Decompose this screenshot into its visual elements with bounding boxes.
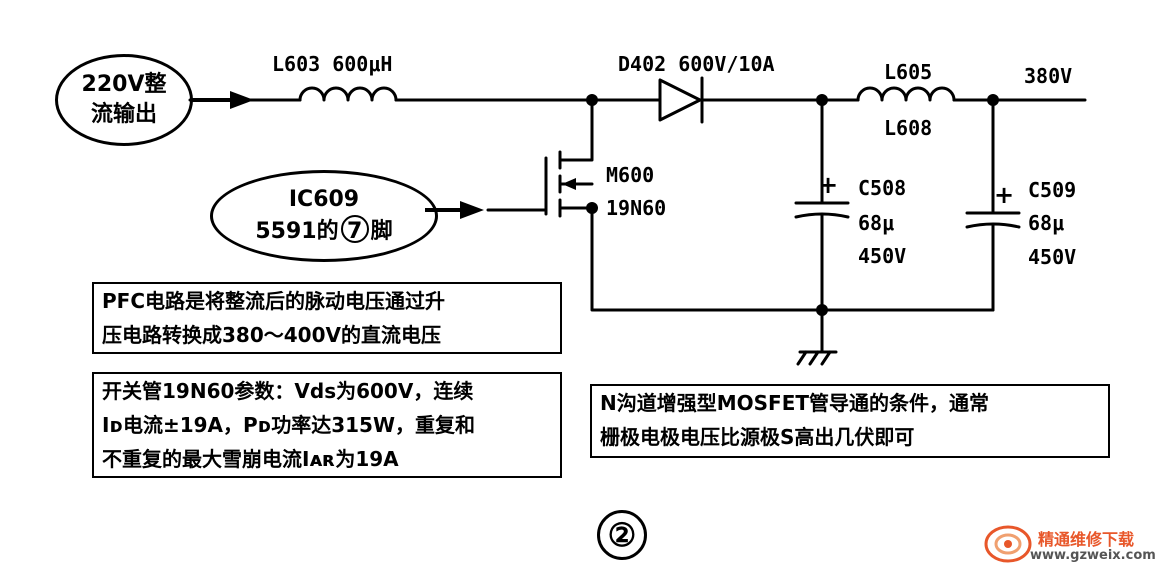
pfc-note-box: PFC电路是将整流后的脉动电压通过升 压电路转换成380～400V的直流电压 [92, 282, 562, 354]
mosfet-drain-wire [558, 98, 594, 162]
cap-c508-voltage: 450V [858, 244, 907, 268]
input-arrow-icon [230, 91, 254, 109]
mosfet-gate [486, 156, 548, 216]
watermark-name: 精通维修下载 [1038, 530, 1135, 549]
inductor-l605-coil [856, 86, 956, 102]
params-note-box: 开关管19N60参数：Vds为600V，连续 Iᴅ电流±19A，Pᴅ功率达315… [92, 372, 562, 478]
mosfet-note-line: N沟道增强型MOSFET管导通的条件，通常 [600, 391, 990, 415]
inductor-l603-label: L603 600μH [272, 52, 393, 76]
pfc-note-line: PFC电路是将整流后的脉动电压通过升 [102, 289, 445, 313]
cap-c508-capacitance: 68μ [858, 211, 895, 235]
figure-number: ② [597, 510, 647, 560]
params-note-line: 开关管19N60参数：Vds为600V，连续 [102, 379, 474, 403]
junction-dot [586, 94, 598, 106]
junction-dot [586, 202, 598, 214]
mosfet-arrow-icon [562, 178, 576, 190]
pfc-note-line: 压电路转换成380～400V的直流电压 [102, 323, 441, 347]
junction-dot [816, 304, 828, 316]
mosfet-name-label: M600 [606, 163, 655, 187]
params-note-line: 不重复的最大雪崩电流Iᴀʀ为19A [102, 447, 399, 471]
input-source-line2: 流输出 [90, 102, 157, 127]
cap-c509-voltage: 450V [1028, 245, 1077, 269]
mosfet-source [558, 206, 995, 312]
cap-c509-name: C509 [1028, 178, 1077, 202]
ic-source-line1: IC609 [288, 187, 360, 212]
ground-symbol [796, 350, 838, 366]
diode-d402-label: D402 600V/10A [618, 52, 775, 76]
mosfet-note-box: N沟道增强型MOSFET管导通的条件，通常 栅极电极电压比源极S高出几伏即可 [590, 384, 1110, 458]
cap-c508-plus: + [818, 171, 839, 199]
input-arrow-tail [190, 98, 232, 102]
params-note-line: Iᴅ电流±19A，Pᴅ功率达315W，重复和 [102, 413, 476, 437]
diode-d402-body [658, 78, 702, 122]
gate-arrow-icon [460, 201, 484, 219]
input-source-line1: 220V整 [81, 72, 167, 97]
watermark-logo: 精通维修下载 www.gzweix.com [980, 518, 1156, 568]
inductor-l605-label: L605 [884, 60, 933, 84]
mosfet-note-line: 栅极电极电压比源极S高出几伏即可 [600, 425, 915, 449]
output-voltage-label: 380V [1024, 64, 1073, 88]
cap-c508-name: C508 [858, 176, 907, 200]
watermark-url: www.gzweix.com [1030, 548, 1156, 563]
mosfet-part-label: 19N60 [606, 196, 667, 220]
cap-c509-plus: + [994, 181, 1015, 209]
watermark-swirl-icon [984, 525, 1032, 563]
cap-c509-capacitance: 68μ [1028, 211, 1065, 235]
junction-dot [987, 94, 999, 106]
pin-number-badge: 7 [340, 215, 369, 244]
inductor-l608-label: L608 [884, 116, 933, 140]
junction-dot [816, 94, 828, 106]
input-source-oval: 220V整 流输出 [55, 54, 193, 146]
inductor-l603-coil [298, 86, 398, 102]
